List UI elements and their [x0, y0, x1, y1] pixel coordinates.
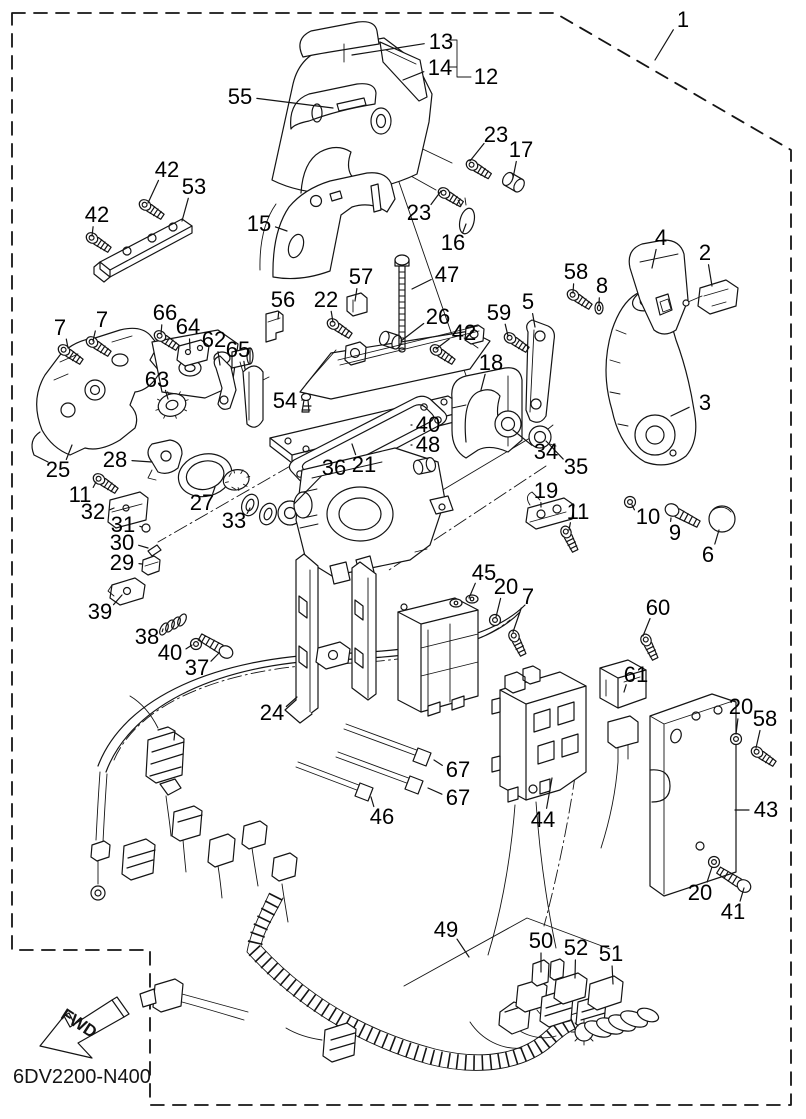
cable-ties-drawing — [295, 723, 432, 802]
bracket-43-drawing — [649, 693, 778, 897]
handle-grip-4-drawing — [628, 239, 689, 335]
switch-panel-44-drawing — [491, 665, 587, 803]
latch-2-drawing — [682, 279, 739, 315]
link-19-drawing — [525, 491, 736, 554]
throttle-body-drawing — [293, 447, 454, 585]
left-levers-drawing — [55, 327, 270, 428]
bolt-47-drawing — [394, 254, 410, 353]
diagram-border — [11, 12, 792, 1106]
ecu-45-drawing — [397, 594, 529, 717]
fwd-arrow: FWD — [39, 996, 130, 1059]
callout-leader-lines — [65, 29, 761, 985]
wiring-harness-49-drawing — [90, 604, 660, 1071]
side-panel-24-drawing — [284, 553, 377, 724]
left-housing-25-drawing — [31, 327, 254, 463]
shaft-parts-drawing — [147, 439, 303, 526]
part-number-text: 6DV2200-N400 — [13, 1066, 151, 1088]
top-screws-drawing — [435, 156, 528, 235]
detent-parts-drawing — [90, 470, 236, 662]
mount-plate-53-drawing — [83, 196, 193, 283]
top-cover-drawing — [271, 21, 472, 195]
lower-cover-15-drawing — [259, 172, 396, 280]
relay-61-drawing — [599, 631, 661, 849]
